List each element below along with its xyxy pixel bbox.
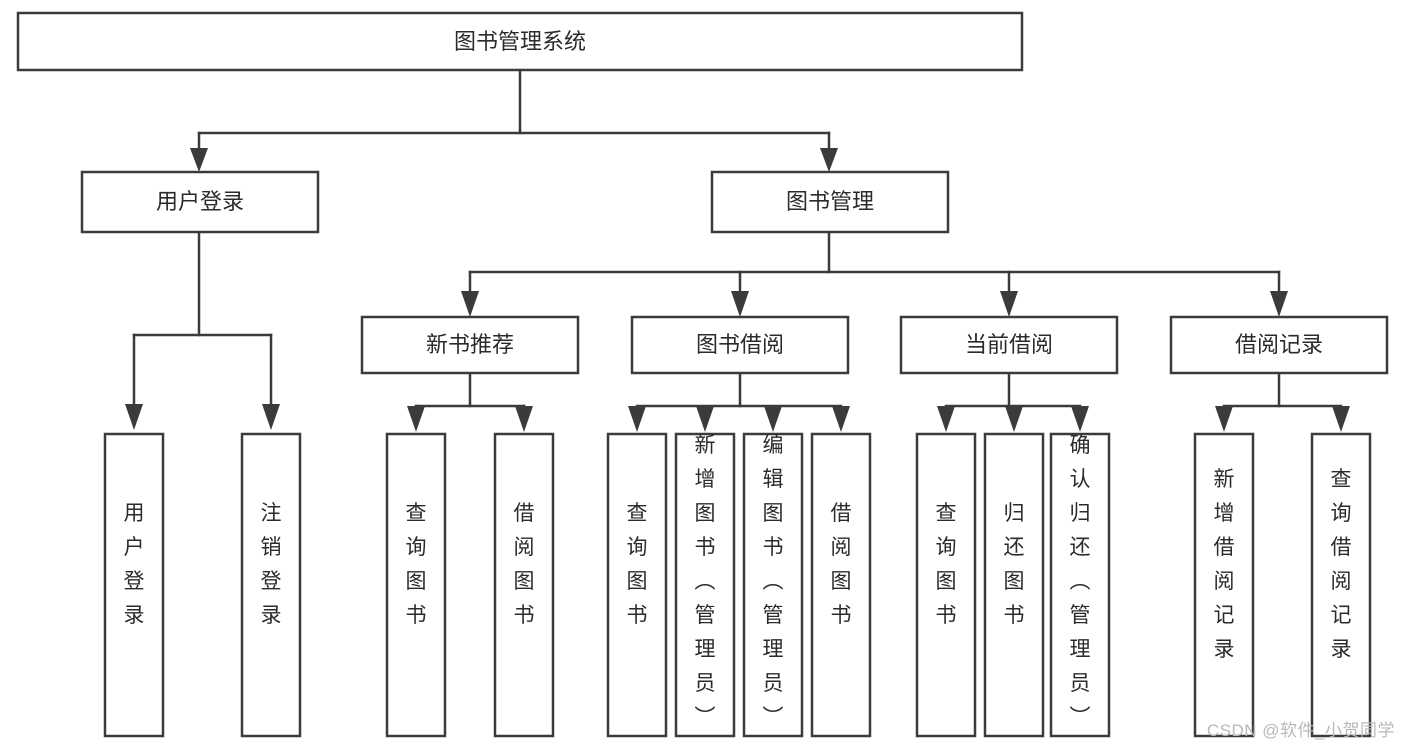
node-borrow-record[interactable]: 借阅记录 — [1169, 315, 1389, 375]
node-leaf-query-record-label: 查询借阅记录 — [1331, 468, 1352, 661]
node-current-borrow-box[interactable] — [899, 315, 1119, 375]
node-book-borrow-box[interactable] — [630, 315, 850, 375]
node-current-borrow[interactable]: 当前借阅 — [899, 315, 1119, 375]
connector-book-management-to-level3 — [461, 230, 1288, 317]
arrow-leaf-user-logout — [262, 404, 280, 430]
node-leaf-edit-book-label: 编辑图书︵管理员︶ — [763, 434, 784, 729]
node-leaf-add-book-label: 新增图书︵管理员︶ — [695, 434, 716, 729]
node-leaf-return-book-box[interactable] — [983, 432, 1045, 738]
node-leaf-user-login-label: 用户登录 — [124, 502, 145, 627]
node-user-login[interactable]: 用户登录 — [80, 170, 320, 234]
arrow-new-book-recommend — [461, 291, 479, 317]
node-root[interactable]: 图书管理系统 — [16, 11, 1024, 72]
arrow-user-login — [190, 148, 208, 172]
arrow-borrow-record — [1270, 291, 1288, 317]
node-leaf-query-book-3[interactable]: 查询图书 — [915, 432, 977, 738]
node-new-book-recommend[interactable]: 新书推荐 — [360, 315, 580, 375]
node-leaf-query-book-2-label: 查询图书 — [627, 502, 648, 627]
arrow-book-management — [820, 148, 838, 172]
arrow-book-borrow — [731, 291, 749, 317]
node-leaf-query-book-1-box[interactable] — [385, 432, 447, 738]
node-leaf-add-book-box[interactable] — [674, 432, 736, 738]
node-leaf-query-record-box[interactable] — [1310, 432, 1372, 738]
node-book-management-box[interactable] — [710, 170, 950, 234]
node-book-borrow[interactable]: 图书借阅 — [630, 315, 850, 375]
node-leaf-query-book-3-box[interactable] — [915, 432, 977, 738]
node-leaf-edit-book[interactable]: 编辑图书︵管理员︶ — [742, 432, 804, 738]
connector-root-to-level2 — [190, 68, 838, 172]
arrow-leaf-confirm-return — [1071, 406, 1089, 432]
node-leaf-add-record-box[interactable] — [1193, 432, 1255, 738]
connector-user-login-to-leaves — [125, 230, 280, 430]
node-borrow-record-box[interactable] — [1169, 315, 1389, 375]
node-leaf-borrow-book-2-label: 借阅图书 — [831, 502, 852, 627]
arrow-leaf-add-book — [696, 406, 714, 432]
node-leaf-add-record-label: 新增借阅记录 — [1214, 468, 1235, 661]
arrow-leaf-edit-book — [764, 406, 782, 432]
node-leaf-user-login[interactable]: 用户登录 — [103, 432, 165, 738]
node-leaf-borrow-book-1-box[interactable] — [493, 432, 555, 738]
connector-current-borrow-to-leaves — [937, 371, 1089, 432]
node-leaf-query-book-3-label: 查询图书 — [936, 502, 957, 627]
arrow-leaf-add-record — [1215, 406, 1233, 432]
connector-book-borrow-to-leaves — [628, 371, 850, 432]
arrow-leaf-return-book — [1005, 406, 1023, 432]
node-leaf-edit-book-box[interactable] — [742, 432, 804, 738]
node-new-book-recommend-box[interactable] — [360, 315, 580, 375]
connector-new-book-to-leaves — [407, 371, 533, 432]
node-leaf-query-record[interactable]: 查询借阅记录 — [1310, 432, 1372, 738]
node-leaf-user-logout-box[interactable] — [240, 432, 302, 738]
arrow-current-borrow — [1000, 291, 1018, 317]
node-leaf-query-book-2-box[interactable] — [606, 432, 668, 738]
node-leaf-borrow-book-1-label: 借阅图书 — [514, 502, 535, 627]
arrow-leaf-query-record — [1332, 406, 1350, 432]
node-leaf-borrow-book-1[interactable]: 借阅图书 — [493, 432, 555, 738]
node-leaf-return-book-label: 归还图书 — [1004, 502, 1025, 627]
arrow-leaf-query-book-3 — [937, 406, 955, 432]
arrow-leaf-user-login — [125, 404, 143, 430]
node-leaf-add-book[interactable]: 新增图书︵管理员︶ — [674, 432, 736, 738]
node-leaf-add-record[interactable]: 新增借阅记录 — [1193, 432, 1255, 738]
node-leaf-confirm-return-label: 确认归还︵管理员︶ — [1070, 434, 1091, 729]
node-leaf-query-book-2[interactable]: 查询图书 — [606, 432, 668, 738]
arrow-leaf-query-book-1 — [407, 406, 425, 432]
node-borrow-record-label: 借阅记录 — [1235, 332, 1323, 357]
node-leaf-query-book-1[interactable]: 查询图书 — [385, 432, 447, 738]
node-leaf-user-logout-label: 注销登录 — [261, 502, 282, 627]
node-leaf-user-logout[interactable]: 注销登录 — [240, 432, 302, 738]
node-leaf-user-login-box[interactable] — [103, 432, 165, 738]
node-root-box[interactable] — [16, 11, 1024, 72]
connector-borrow-record-to-leaves — [1215, 371, 1350, 432]
arrow-leaf-borrow-book-2 — [832, 406, 850, 432]
node-book-management-label: 图书管理 — [786, 189, 874, 214]
node-current-borrow-label: 当前借阅 — [965, 332, 1053, 357]
node-user-login-label: 用户登录 — [156, 189, 244, 214]
node-leaf-borrow-book-2-box[interactable] — [810, 432, 872, 738]
node-leaf-query-book-1-label: 查询图书 — [406, 502, 427, 627]
node-book-borrow-label: 图书借阅 — [696, 332, 784, 357]
node-root-label: 图书管理系统 — [454, 29, 586, 54]
arrow-leaf-borrow-book-1 — [515, 406, 533, 432]
node-new-book-recommend-label: 新书推荐 — [426, 332, 514, 357]
node-leaf-confirm-return-box[interactable] — [1049, 432, 1111, 738]
node-leaf-borrow-book-2[interactable]: 借阅图书 — [810, 432, 872, 738]
arrow-leaf-query-book-2 — [628, 406, 646, 432]
node-leaf-confirm-return[interactable]: 确认归还︵管理员︶ — [1049, 432, 1111, 738]
node-book-management[interactable]: 图书管理 — [710, 170, 950, 234]
node-leaf-return-book[interactable]: 归还图书 — [983, 432, 1045, 738]
node-user-login-box[interactable] — [80, 170, 320, 234]
